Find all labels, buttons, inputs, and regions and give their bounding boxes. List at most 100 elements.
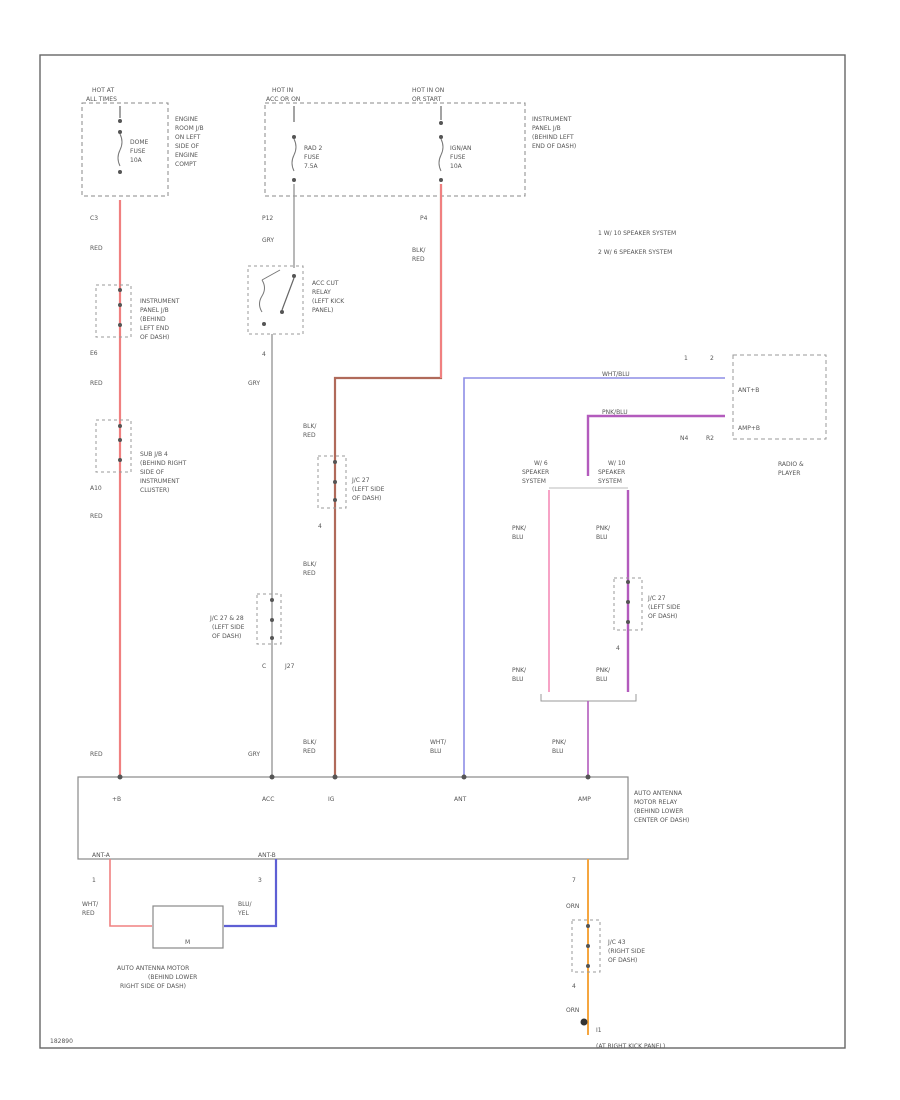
svg-text:MOTOR RELAY: MOTOR RELAY	[634, 799, 677, 806]
svg-text:COMPT: COMPT	[175, 161, 197, 168]
svg-text:RED: RED	[90, 751, 103, 758]
svg-text:(BEHIND RIGHT: (BEHIND RIGHT	[140, 460, 187, 467]
auto-antenna-relay-label: AUTO ANTENNA	[634, 790, 683, 797]
svg-text:BLK/: BLK/	[303, 739, 317, 746]
svg-text:(LEFT SIDE: (LEFT SIDE	[212, 624, 245, 631]
svg-text:SYSTEM: SYSTEM	[522, 478, 546, 485]
dome-fuse-symbol	[117, 133, 123, 167]
relay-coil	[259, 279, 265, 313]
connector-p4: P4	[420, 215, 428, 222]
engine-room-jb-box	[81, 102, 169, 197]
ign-fuse-label: IGN/AN	[450, 145, 472, 152]
svg-text:RED: RED	[90, 380, 103, 387]
radio-pin-ant: ANT+B	[738, 387, 759, 394]
jc27-box-c	[613, 577, 643, 631]
svg-text:C: C	[262, 663, 266, 670]
dome-fuse-label: DOME	[130, 139, 149, 146]
svg-text:BLK/: BLK/	[303, 561, 317, 568]
svg-text:RED: RED	[82, 910, 95, 917]
svg-text:PNK/: PNK/	[596, 667, 611, 674]
ign-fuse-symbol	[438, 138, 444, 172]
svg-text:PANEL J/B: PANEL J/B	[532, 125, 561, 132]
svg-text:(LEFT KICK: (LEFT KICK	[312, 298, 345, 305]
svg-text:CENTER OF DASH): CENTER OF DASH)	[634, 817, 689, 824]
connector-j27: J27	[284, 663, 295, 670]
instrument-panel-jb-box	[264, 102, 526, 197]
relay-pin-ant-a: ANT-A	[92, 852, 111, 859]
svg-text:CLUSTER): CLUSTER)	[140, 487, 169, 494]
svg-text:PNK/: PNK/	[512, 525, 527, 532]
ground-label: (AT RIGHT KICK PANEL)	[596, 1043, 665, 1050]
svg-text:10A: 10A	[450, 163, 463, 170]
diagram-id: 182890	[50, 1038, 73, 1045]
jc27-28-label: J/C 27 & 28	[209, 615, 244, 622]
svg-text:4: 4	[572, 983, 576, 990]
svg-text:RIGHT SIDE OF DASH): RIGHT SIDE OF DASH)	[120, 983, 186, 990]
pin-1-radio: 1	[684, 355, 688, 362]
connector-e6: E6	[90, 350, 98, 357]
svg-text:ROOM J/B: ROOM J/B	[175, 125, 204, 132]
legend-item-2: 2 W/ 6 SPEAKER SYSTEM	[598, 249, 672, 256]
svg-text:SIDE OF: SIDE OF	[140, 469, 165, 476]
auto-antenna-motor[interactable]	[152, 905, 224, 949]
wire-whtblu-ant	[463, 377, 725, 775]
svg-text:PNK/: PNK/	[512, 667, 527, 674]
instrument-jb-e6-box	[95, 284, 132, 338]
rad2-fuse-symbol	[291, 138, 297, 172]
svg-text:WHT/: WHT/	[430, 739, 447, 746]
svg-text:RED: RED	[303, 748, 316, 755]
svg-text:GRY: GRY	[248, 751, 260, 758]
pin-2-radio: 2	[710, 355, 714, 362]
connector-p12: P12	[262, 215, 273, 222]
svg-text:(BEHIND LOWER: (BEHIND LOWER	[148, 974, 197, 981]
pin-4-relay: 4	[262, 351, 266, 358]
svg-text:FUSE: FUSE	[304, 154, 320, 161]
svg-text:(BEHIND: (BEHIND	[140, 316, 166, 323]
svg-text:GRY: GRY	[262, 237, 274, 244]
jc27-label-c: J/C 27	[647, 595, 666, 602]
splice-bracket	[540, 694, 637, 702]
svg-text:RED: RED	[303, 432, 316, 439]
svg-text:BLU: BLU	[552, 748, 564, 755]
wire-blkred-ig	[333, 184, 443, 775]
hot-label-1: HOT AT	[92, 87, 114, 94]
ground-id: I1	[596, 1027, 602, 1034]
svg-text:RED: RED	[303, 570, 316, 577]
svg-text:ORN: ORN	[566, 903, 579, 910]
svg-text:(RIGHT SIDE: (RIGHT SIDE	[608, 948, 645, 955]
svg-text:FUSE: FUSE	[450, 154, 466, 161]
svg-text:10A: 10A	[130, 157, 143, 164]
fuse-terminal	[118, 130, 122, 134]
svg-text:BLU: BLU	[596, 676, 608, 683]
svg-text:(BEHIND LEFT: (BEHIND LEFT	[532, 134, 574, 141]
svg-text:BLU: BLU	[512, 676, 524, 683]
jc27-label-a: J/C 27	[351, 477, 370, 484]
jc43-label: J/C 43	[607, 939, 626, 946]
instrument-panel-jb-label: INSTRUMENT	[532, 116, 572, 123]
svg-text:OF DASH): OF DASH)	[140, 334, 169, 341]
wire-bluyel	[224, 859, 278, 928]
svg-text:WHT/: WHT/	[82, 901, 99, 908]
radio-player-box[interactable]	[732, 354, 827, 440]
speaker6-label: W/ 6	[534, 460, 548, 467]
svg-text:OF DASH): OF DASH)	[608, 957, 637, 964]
relay-pin-acc: ACC	[262, 796, 274, 803]
svg-text:WHT/BLU: WHT/BLU	[602, 371, 630, 378]
fuse-terminal	[118, 119, 122, 123]
svg-text:BLU/: BLU/	[238, 901, 253, 908]
svg-text:PANEL): PANEL)	[312, 307, 333, 314]
relay-pin-amp: AMP	[578, 796, 591, 803]
auto-antenna-motor-relay[interactable]	[77, 776, 629, 860]
relay-pin-b: +B	[112, 796, 121, 803]
svg-text:PANEL J/B: PANEL J/B	[140, 307, 169, 314]
svg-text:4: 4	[318, 523, 322, 530]
hot-label-2: HOT IN	[272, 87, 293, 94]
svg-text:YEL: YEL	[237, 910, 249, 917]
legend-item-1: 1 W/ 10 SPEAKER SYSTEM	[598, 230, 676, 237]
motor-symbol: M	[185, 939, 190, 946]
svg-text:RED: RED	[412, 256, 425, 263]
svg-text:7.5A: 7.5A	[304, 163, 319, 170]
svg-text:FUSE: FUSE	[130, 148, 146, 155]
hot-sub-3: OR START	[412, 96, 442, 103]
